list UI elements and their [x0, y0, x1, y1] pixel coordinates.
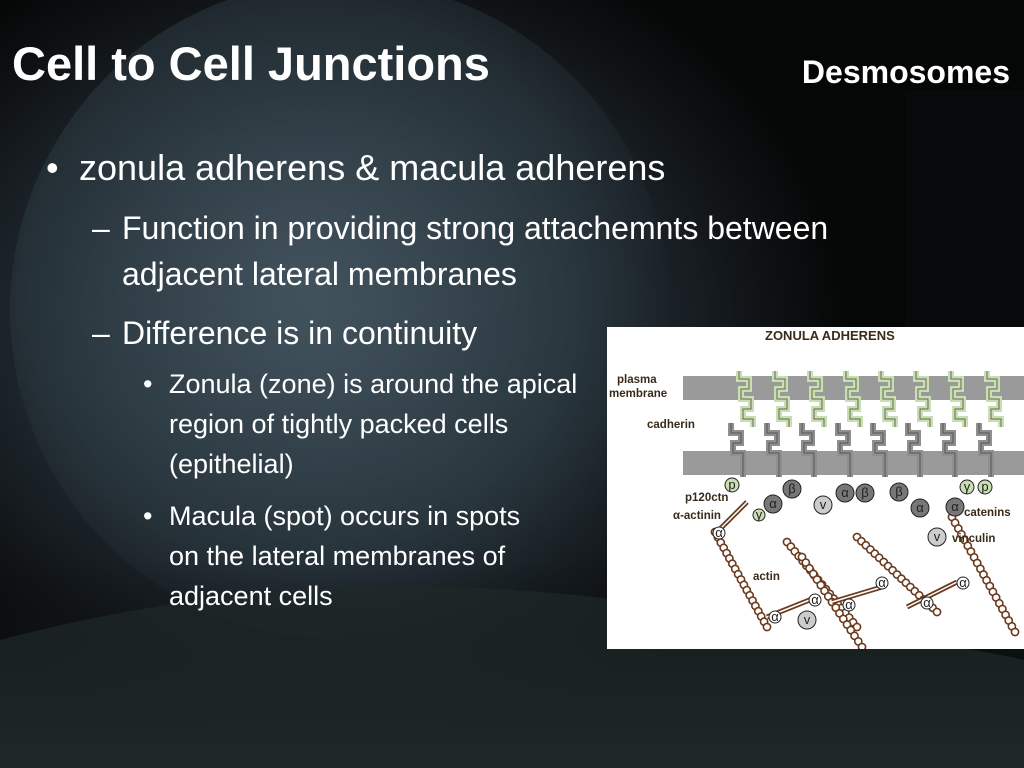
cadherin-outline	[845, 371, 861, 427]
bullet-marker: •	[143, 501, 153, 531]
actin-bead	[762, 622, 772, 632]
cadherin-inner-outline	[766, 423, 780, 477]
beta-ball-label: β	[788, 481, 795, 496]
p-ball	[977, 479, 993, 495]
cadherin-inner-outline	[837, 423, 851, 477]
bullet-text: Function in providing strong attachemnts…	[122, 210, 829, 292]
beta-ball	[889, 482, 909, 502]
label-plasma: plasma	[617, 374, 657, 386]
p120-ball	[724, 477, 740, 493]
actinin-alpha-label: α	[878, 575, 886, 590]
cadherin-inner-outline	[872, 423, 886, 477]
dash-marker: –	[92, 315, 110, 351]
slide-title: Cell to Cell Junctions	[12, 37, 490, 90]
alpha-ball	[763, 494, 783, 514]
slide-subtitle: Desmosomes	[801, 54, 1010, 90]
label-vinculin: vinculin	[952, 533, 995, 545]
actinin-alpha	[875, 576, 889, 590]
bullet-text: Zonula (zone) is around the apical regio…	[169, 369, 578, 479]
bullet-text: zonula adherens & macula adherens	[79, 147, 666, 188]
label-alpha-actinin: α-actinin	[673, 510, 721, 522]
actinin-alpha-label: α	[923, 595, 931, 610]
vinculin-ball-label: v	[934, 529, 941, 544]
vinculin-ball	[927, 527, 947, 547]
bullet-marker: •	[46, 147, 59, 188]
bullet-marker: •	[143, 369, 153, 399]
cadherin-inner-outline	[801, 423, 815, 477]
vinculin-ball	[797, 610, 817, 630]
cadherin-group	[728, 371, 1004, 477]
cadherin-inner-outline	[730, 423, 744, 477]
cadherin-outline	[915, 371, 931, 427]
alpha-ball-label: α	[841, 485, 849, 500]
actin-bead	[1010, 627, 1020, 637]
alpha-ball-label: α	[951, 499, 959, 514]
actinin-alpha-label: α	[959, 575, 967, 590]
cadherin-outline	[986, 371, 1002, 427]
cadherin-outline	[880, 371, 896, 427]
label-cadherin: cadherin	[647, 419, 695, 431]
gamma-ball	[752, 508, 766, 522]
cadherin-inner-outline	[942, 423, 956, 477]
cadherin-outline	[774, 371, 790, 427]
actin-bead	[932, 607, 942, 617]
actin-bead	[857, 642, 867, 649]
vinculin-ball-label: v	[820, 497, 827, 512]
actinin-alpha	[956, 576, 970, 590]
dash-marker: –	[92, 210, 110, 246]
bullet-text: Difference is in continuity	[122, 315, 478, 351]
actinin-rod-core	[906, 581, 958, 608]
cadherin-outline	[809, 371, 825, 427]
actin-filaments	[710, 500, 1020, 649]
gamma-ball-label: γ	[756, 507, 763, 522]
label-actin: actin	[753, 571, 780, 583]
actinin-alpha-label: α	[771, 609, 779, 624]
cadherin-inner-outline	[978, 423, 992, 477]
actinin-alpha	[712, 526, 726, 540]
beta-ball	[855, 483, 875, 503]
beta-ball	[782, 479, 802, 499]
actinin-alpha-label: α	[715, 525, 723, 540]
beta-ball-label: β	[895, 484, 902, 499]
actinin-alpha	[842, 598, 856, 612]
alpha-ball	[835, 483, 855, 503]
alpha-ball-label: α	[769, 496, 777, 511]
actinin-rod-core	[716, 501, 748, 533]
p120-ball-label: p	[728, 477, 735, 492]
cadherin-inner-outline	[907, 423, 921, 477]
p-ball-label: p	[981, 479, 988, 494]
cadherin-outline	[950, 371, 966, 427]
cadherin-outline	[738, 371, 754, 427]
bullet-text: Macula (spot) occurs in spots on the lat…	[169, 501, 521, 611]
vinculin-ball	[813, 495, 833, 515]
gamma-ball	[959, 479, 975, 495]
actinin-alpha-label: α	[845, 597, 853, 612]
figure-title: ZONULA ADHERENS	[765, 328, 895, 343]
label-membrane: membrane	[609, 388, 667, 400]
alpha-ball	[945, 497, 965, 517]
alpha-ball-label: α	[916, 500, 924, 515]
beta-ball-label: β	[861, 485, 868, 500]
actinin-alpha	[768, 610, 782, 624]
actinin-alpha	[920, 596, 934, 610]
actinin-rod-core	[831, 586, 883, 603]
alpha-ball	[910, 498, 930, 518]
actinin-alpha-label: α	[811, 592, 819, 607]
label-p120ctn: p120ctn	[685, 492, 728, 504]
label-catenins: catenins	[964, 507, 1011, 519]
actinin-alpha	[808, 593, 822, 607]
gamma-ball-label: γ	[964, 479, 971, 494]
vinculin-ball-label: v	[804, 612, 811, 627]
